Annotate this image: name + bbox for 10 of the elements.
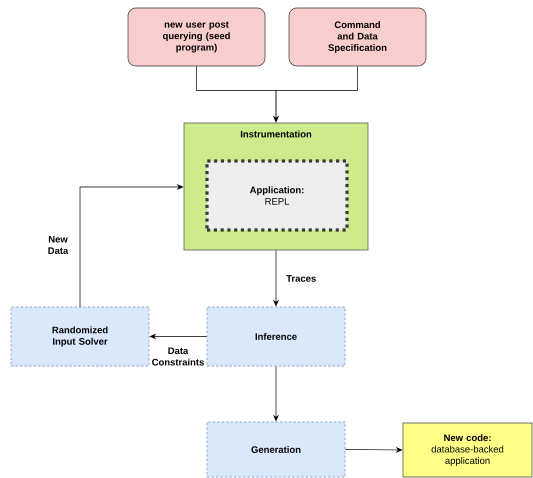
edge-label: Traces [285,274,318,283]
output-box: New code: database-backed application [402,422,532,478]
input-box: new user post querying (seed program) [128,8,266,66]
process-box: Randomized Input Solver [10,306,150,366]
application-box: Application: REPL [205,159,349,232]
process-box: Inference [206,306,346,366]
input-box: Command and Data Specification [288,8,426,66]
process-box: Generation [206,422,346,478]
edge-label: New Data [48,236,68,254]
edge-label: Data Constraints [152,347,204,366]
